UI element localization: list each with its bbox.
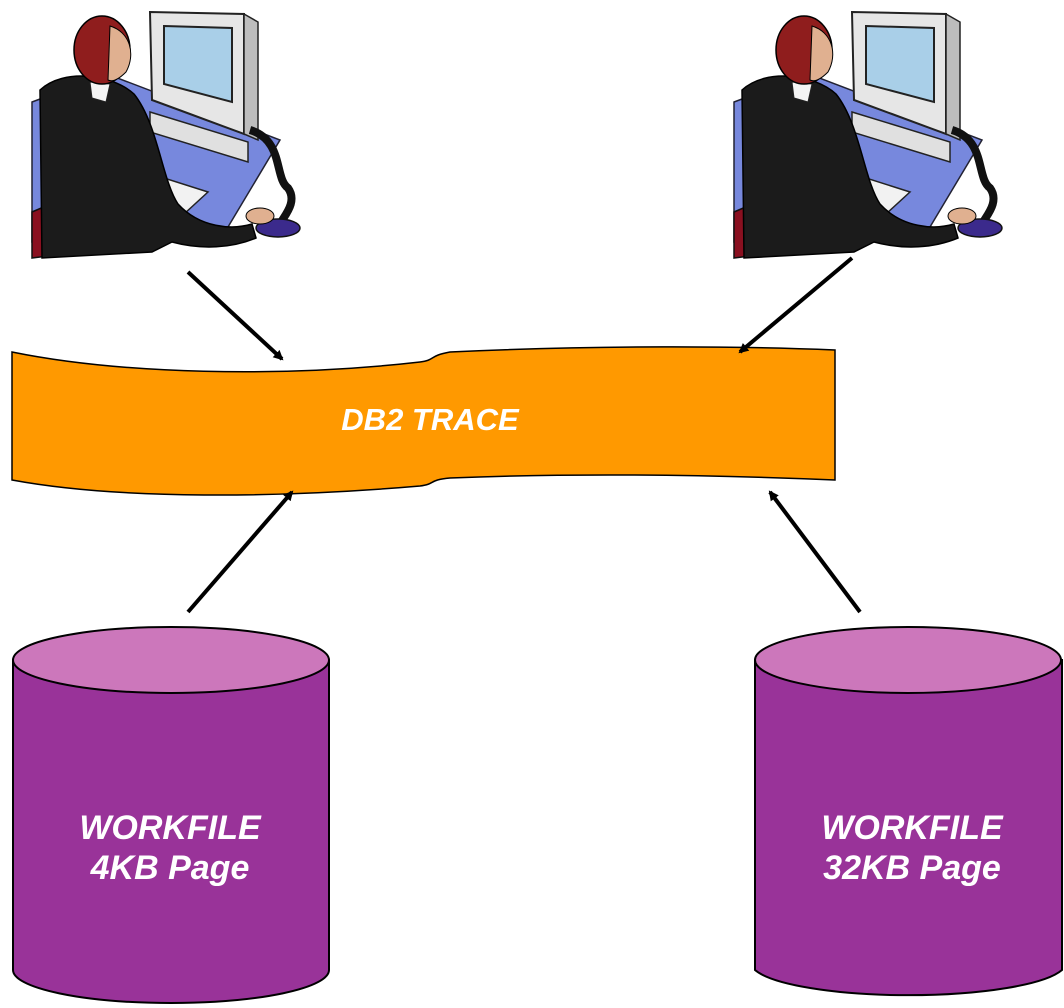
workfile-4kb-page-size: 4KB Page — [90, 849, 250, 887]
workfile-32kb-title: WORKFILE — [821, 809, 1003, 847]
database-cylinder-icon-right — [754, 626, 1063, 997]
workfile-4kb-title: WORKFILE — [79, 809, 261, 847]
user-at-computer-icon-right — [734, 12, 1002, 258]
database-cylinder-icon-left — [12, 626, 330, 1004]
arrow-left-user-to-trace — [186, 270, 284, 361]
workfile-32kb-page-size: 32KB Page — [823, 849, 1001, 887]
trace-banner — [11, 346, 836, 496]
arrow-right-user-to-trace — [738, 256, 854, 354]
arrow-left-workfile-to-trace — [186, 490, 294, 614]
user-at-computer-icon-left — [32, 12, 300, 258]
trace-label: DB2 TRACE — [341, 402, 519, 437]
arrow-right-workfile-to-trace — [768, 490, 862, 614]
